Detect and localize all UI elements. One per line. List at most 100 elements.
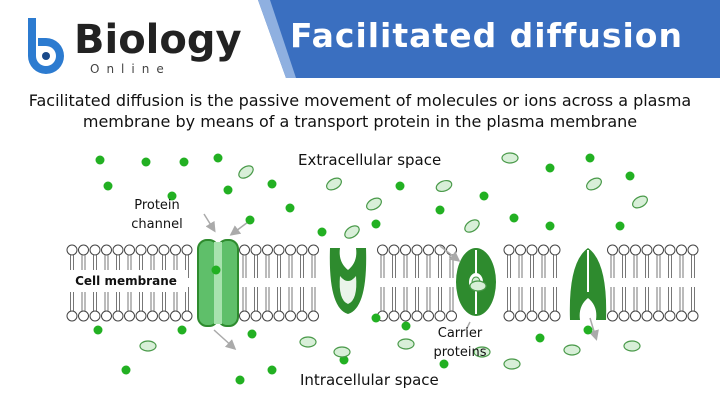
cell-membrane-label: Cell membrane — [64, 270, 188, 292]
lipid-head — [434, 310, 446, 322]
ion-molecule — [371, 313, 381, 323]
movement-arrows — [203, 213, 599, 351]
ion-molecule — [267, 365, 277, 375]
lipid-head — [538, 244, 549, 256]
ion-molecule — [339, 355, 349, 365]
ion-molecule — [625, 171, 635, 181]
glucose-molecule — [632, 195, 648, 209]
lipid-head — [308, 310, 319, 322]
glucose-molecule — [473, 346, 491, 358]
lipid-head — [239, 244, 250, 256]
lipid-head — [124, 310, 135, 322]
lipid-head — [411, 310, 423, 322]
ion-molecule — [179, 157, 189, 167]
lipid-head — [423, 310, 434, 322]
lipid-head — [503, 310, 515, 322]
ion-molecule — [235, 375, 245, 385]
lipid-head — [664, 244, 676, 256]
lipid-head — [262, 244, 273, 256]
lipid-head — [262, 310, 273, 322]
glucose-molecule — [586, 177, 602, 191]
glucose-molecule — [464, 219, 480, 233]
lipid-head — [250, 310, 262, 322]
ion-molecule — [121, 365, 131, 375]
lipid-head — [296, 244, 308, 256]
carrier-protein-open-top — [329, 248, 367, 314]
ion-molecule — [167, 191, 177, 201]
ion-molecule — [585, 153, 595, 163]
carrier-proteins-label-line-1: Carrier — [437, 326, 483, 341]
lipid-head — [78, 310, 89, 322]
glucose-molecule — [501, 152, 519, 164]
logo-mark-icon — [28, 18, 64, 74]
ion-molecule — [535, 333, 545, 343]
logo-wordmark: Biology — [74, 17, 242, 63]
lipid-head — [411, 244, 423, 256]
lipid-head — [503, 244, 515, 256]
glucose-molecule — [366, 197, 382, 211]
lipid-bilayer — [66, 244, 699, 322]
glucose-molecule — [344, 225, 360, 239]
definition-text: Facilitated diffusion is the passive mov… — [0, 90, 720, 132]
lipid-head — [687, 310, 699, 322]
glucose-molecule — [435, 179, 453, 193]
lipid-head — [147, 244, 158, 256]
lipid-head — [618, 244, 630, 256]
ion-molecule — [395, 181, 405, 191]
glucose-molecule — [503, 358, 521, 370]
lipid-head — [676, 244, 687, 256]
lipid-head — [170, 244, 181, 256]
ion-molecule — [401, 321, 411, 331]
ion-molecule — [439, 359, 449, 369]
lipid-head — [296, 310, 308, 322]
page-title: Facilitated diffusion — [290, 16, 683, 55]
glucose-molecule — [397, 338, 415, 350]
lipid-head — [170, 310, 181, 322]
lipid-head — [112, 310, 124, 322]
intracellular-space-label: Intracellular space — [300, 371, 439, 389]
ion-molecule — [615, 221, 625, 231]
lipid-head — [607, 310, 618, 322]
lipid-head — [446, 244, 457, 256]
glucose-molecule — [469, 280, 487, 292]
ion-molecule — [213, 153, 223, 163]
ion-molecule — [479, 191, 489, 201]
glucose-molecule — [333, 346, 351, 358]
lipid-head — [112, 244, 124, 256]
lipid-head — [630, 310, 641, 322]
ion-molecule — [435, 205, 445, 215]
lipid-head — [641, 310, 653, 322]
glucose-molecule — [299, 336, 317, 348]
carrier-proteins-label-line-2: proteins — [433, 345, 487, 360]
lipid-head — [653, 244, 664, 256]
lipid-head — [101, 310, 112, 322]
diffusing-molecules — [93, 152, 648, 385]
lipid-head — [285, 310, 296, 322]
lipid-head — [78, 244, 89, 256]
ion-molecule — [223, 185, 233, 195]
lipid-head — [239, 310, 250, 322]
carrier-protein-open-bottom — [569, 248, 607, 320]
lipid-head — [653, 310, 664, 322]
lipid-head — [388, 310, 400, 322]
transport-proteins — [197, 239, 607, 327]
lipid-head — [641, 244, 653, 256]
ion-molecule — [545, 163, 555, 173]
ion-molecule — [509, 213, 519, 223]
lipid-head — [676, 310, 687, 322]
protein-channel-label-line-2: channel — [131, 217, 183, 232]
ion-molecule — [141, 157, 151, 167]
lipid-head — [400, 310, 411, 322]
lipid-head — [538, 310, 549, 322]
protein-channel-label-line-1: Protein — [134, 198, 180, 213]
ion-molecule — [245, 215, 255, 225]
glucose-molecule — [238, 165, 254, 179]
logo-subtitle: Online — [90, 62, 171, 76]
lipid-head — [181, 244, 193, 256]
lipid-head — [515, 310, 526, 322]
lipid-head — [618, 310, 630, 322]
lipid-head — [526, 310, 538, 322]
lipid-head — [630, 244, 641, 256]
lipid-head — [446, 310, 457, 322]
ion-molecule — [95, 155, 105, 165]
